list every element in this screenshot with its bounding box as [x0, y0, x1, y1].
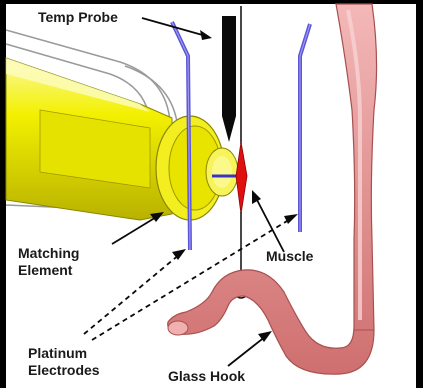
glass-hook-label: Glass Hook: [168, 368, 245, 385]
muscle-label: Muscle: [266, 248, 313, 265]
matching-element-label: Matching Element: [18, 245, 79, 279]
platinum-electrodes-label-line2: Electrodes: [28, 362, 100, 379]
temp-probe-label: Temp Probe: [38, 9, 118, 26]
platinum-electrodes-label: Platinum Electrodes: [28, 345, 100, 379]
matching-element-label-line2: Element: [18, 262, 79, 279]
temp-probe-rod: [222, 16, 236, 142]
platinum-electrodes-label-line1: Platinum: [28, 345, 100, 362]
matching-element-label-line1: Matching: [18, 245, 79, 262]
